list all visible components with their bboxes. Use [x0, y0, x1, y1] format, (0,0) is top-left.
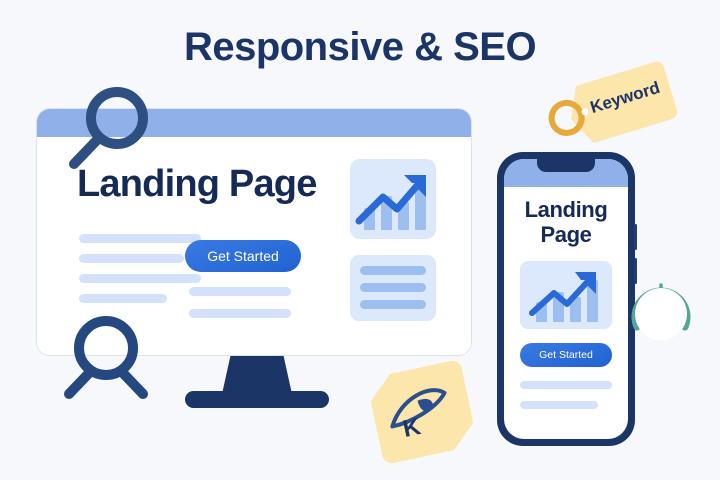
- brand-k-tag: K: [366, 359, 478, 465]
- text-placeholder-bar: [79, 294, 167, 303]
- monitor-stand-base: [185, 391, 329, 408]
- phone-heading-line-2: Page: [540, 222, 592, 247]
- text-placeholder-bar: [79, 254, 184, 263]
- search-magnifier-bottom-icon: [64, 316, 148, 399]
- monitor-heading: Landing Page: [77, 163, 317, 205]
- search-magnifier-top-icon: [69, 87, 148, 169]
- phone-heading-line-1: Landing: [524, 197, 608, 222]
- monitor-stand-neck: [222, 356, 292, 394]
- monitor-screen: Landing Page Get Started: [37, 137, 471, 355]
- growth-chart-widget: [350, 159, 436, 239]
- page-title: Responsive & SEO: [183, 25, 537, 69]
- list-bar: [360, 283, 426, 292]
- phone-screen: Landing Page Get Started: [504, 159, 628, 439]
- chart-bar: [570, 297, 581, 322]
- phone-get-started-button[interactable]: Get Started: [520, 343, 612, 367]
- text-placeholder-bar: [79, 274, 201, 283]
- growth-chart-widget: [520, 261, 612, 329]
- list-bar: [360, 266, 426, 275]
- mobile-phone-mockup: Landing Page Get Started: [497, 152, 637, 446]
- list-bar: [360, 300, 426, 309]
- chart-bar: [536, 302, 547, 322]
- text-placeholder-bar: [520, 381, 612, 389]
- chart-bar: [553, 292, 564, 322]
- desktop-monitor-mockup: Landing Page Get Started: [36, 108, 472, 356]
- content-list-widget: [350, 255, 436, 321]
- speed-gauge-icon: [628, 281, 694, 347]
- phone-notch: [537, 159, 595, 172]
- monitor-frame: Landing Page Get Started: [36, 108, 472, 356]
- chart-bar: [415, 182, 426, 230]
- eye-swoosh-icon: [390, 388, 447, 429]
- chart-bar: [364, 208, 375, 230]
- chart-bar: [381, 196, 392, 230]
- phone-side-button[interactable]: [634, 258, 637, 284]
- upward-trend-arrow-icon: [355, 175, 426, 225]
- text-placeholder-bar: [189, 287, 291, 296]
- gauge-face: [635, 288, 687, 340]
- phone-heading: Landing Page: [504, 197, 628, 247]
- chart-bar: [398, 202, 409, 230]
- text-placeholder-bar: [189, 309, 291, 318]
- phone-side-button[interactable]: [634, 224, 637, 250]
- chart-bar: [587, 280, 598, 322]
- text-placeholder-bar: [520, 401, 598, 409]
- upward-trend-arrow-icon: [529, 272, 596, 316]
- text-placeholder-bar: [79, 234, 201, 243]
- monitor-browser-bar: [37, 109, 471, 137]
- get-started-button[interactable]: Get Started: [185, 240, 301, 272]
